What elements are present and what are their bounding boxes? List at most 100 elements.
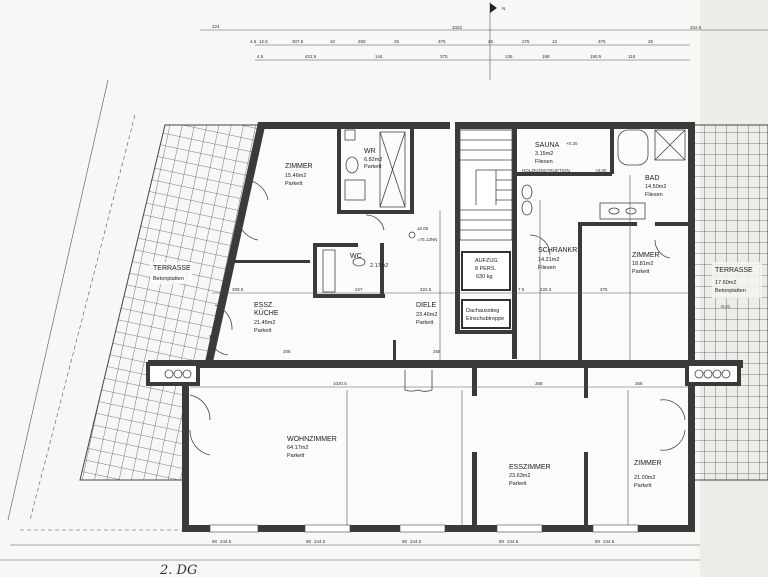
svg-text:Fliesen: Fliesen <box>645 192 663 198</box>
dim-label: 7.5 <box>518 287 525 292</box>
svg-text:90: 90 <box>595 539 601 544</box>
chimney-east <box>685 362 741 386</box>
svg-text:Fliesen: Fliesen <box>535 159 553 165</box>
dim-label: 1020.5 <box>333 381 347 386</box>
terrace-east-label: TERRASSE 17.60m2 Betonplatten <box>712 262 762 298</box>
dim-label: 190.5 <box>590 54 602 59</box>
dim-label: 375 <box>440 54 448 59</box>
dim-label: 10 <box>330 39 336 44</box>
svg-text:DIELE: DIELE <box>416 302 437 309</box>
level-bath: +0.00 <box>595 168 607 173</box>
svg-text:18.81m2: 18.81m2 <box>632 261 653 267</box>
dimension-lines-top: 224 1022 322.5 4.5 12.5 307.5 10 250 25 … <box>200 24 768 61</box>
dimension-lines-left <box>0 79 700 561</box>
north-arrow-icon: N <box>489 2 505 80</box>
svg-text:WC: WC <box>350 253 362 260</box>
dim-label: 307.5 <box>292 39 304 44</box>
room-sauna: SAUNA 3.15m2 Fliesen <box>535 142 559 165</box>
level-zero: ±0.00 <box>417 226 429 231</box>
dim-label: 322.5 <box>690 25 702 30</box>
svg-text:ZIMMER: ZIMMER <box>632 252 660 259</box>
room-zimmer-nw: ZIMMER 15.46m2 Parkett <box>285 163 313 187</box>
level-mark: ±0.00 =75.13NN +0.20 +0.00 -0.21 <box>408 141 731 309</box>
staircase <box>459 129 513 241</box>
room-schrankraum: SCHRANKR. 14.21m2 Fliesen <box>538 247 579 271</box>
terrace-east <box>691 124 768 481</box>
svg-text:ESSZIMMER: ESSZIMMER <box>509 464 551 471</box>
dim-label: 250 <box>358 39 366 44</box>
svg-text:Parkett: Parkett <box>254 328 272 334</box>
terrace-west-label: TERRASSE Betonplatten <box>150 262 192 284</box>
svg-text:Betonplatten: Betonplatten <box>153 276 184 282</box>
dim-label: 25 <box>394 39 400 44</box>
room-zimmer-ne: ZIMMER 18.81m2 Parkett <box>632 252 660 275</box>
svg-text:244.5: 244.5 <box>314 539 326 544</box>
svg-text:14.50m2: 14.50m2 <box>645 184 666 190</box>
interior-walls <box>230 129 690 527</box>
dim-label: 4.5 <box>257 54 264 59</box>
svg-text:ZIMMER: ZIMMER <box>634 460 662 467</box>
svg-text:TERRASSE: TERRASSE <box>153 265 191 272</box>
svg-text:WOHNZIMMER: WOHNZIMMER <box>287 436 337 443</box>
elevator-capacity: 8 PERS. <box>475 266 497 272</box>
door-swings <box>189 179 686 456</box>
svg-text:15.46m2: 15.46m2 <box>285 173 306 179</box>
dim-label: 358 <box>535 381 543 386</box>
dim-label: 275 <box>522 39 530 44</box>
elevator-title: AUFZUG <box>475 258 498 264</box>
svg-text:N: N <box>502 6 505 11</box>
svg-text:ESSZ.: ESSZ. <box>254 302 274 309</box>
svg-text:21.45m2: 21.45m2 <box>254 320 275 326</box>
level-terrace: -0.21 <box>720 304 731 309</box>
dimension-lines-interior: 308.5 227 322.5 7.5 228.3 375 1020.5 358… <box>190 175 690 525</box>
dim-label: 322.5 <box>420 287 432 292</box>
svg-text:BAD: BAD <box>645 175 659 182</box>
floor-label: 2. DG <box>159 563 197 577</box>
dim-label: 12.5 <box>259 39 268 44</box>
svg-text:23.63m2: 23.63m2 <box>509 473 530 479</box>
roof-access-hatch: Dachausstieg Einschubtreppe <box>461 299 511 329</box>
dim-label: 118 <box>628 54 636 59</box>
dim-label: 4.5 <box>250 39 257 44</box>
dim-label: 228.3 <box>540 287 552 292</box>
svg-text:14.21m2: 14.21m2 <box>538 257 559 263</box>
svg-text:Parkett: Parkett <box>364 164 382 170</box>
svg-text:Parkett: Parkett <box>632 269 650 275</box>
svg-text:Parkett: Parkett <box>416 320 434 326</box>
dim-label: 375 <box>598 39 606 44</box>
dim-label: 25 <box>648 39 654 44</box>
svg-text:Parkett: Parkett <box>634 483 652 489</box>
svg-text:23.46m2: 23.46m2 <box>416 312 437 318</box>
room-wc: WC 2.17m2 <box>350 253 388 269</box>
svg-text:Betonplatten: Betonplatten <box>715 288 746 294</box>
dim-label: 188 <box>542 54 550 59</box>
svg-text:90: 90 <box>499 539 505 544</box>
room-ess-kueche: ESSZ. KÜCHE 21.45m2 Parkett <box>254 302 279 334</box>
room-diele: DIELE 23.46m2 Parkett <box>416 302 437 326</box>
room-esszimmer: ESSZIMMER 23.63m2 Parkett <box>509 464 551 487</box>
room-wr: WR 6.82m2 Parkett <box>364 148 382 170</box>
svg-text:244.5: 244.5 <box>220 539 232 544</box>
svg-text:17.60m2: 17.60m2 <box>715 280 736 286</box>
svg-text:Parkett: Parkett <box>285 181 303 187</box>
svg-text:244.5: 244.5 <box>507 539 519 544</box>
svg-text:64.17m2: 64.17m2 <box>287 445 308 451</box>
svg-text:Fliesen: Fliesen <box>538 265 556 271</box>
svg-text:90: 90 <box>402 539 408 544</box>
svg-text:3.15m2: 3.15m2 <box>535 151 553 157</box>
building-interior <box>150 125 690 528</box>
room-zimmer-se: ZIMMER 21.00m2 Parkett <box>634 460 662 489</box>
roof-access-line1: Dachausstieg <box>466 308 499 314</box>
dim-label: 144 <box>375 54 383 59</box>
dim-label: 308.5 <box>232 287 244 292</box>
room-wohnzimmer: WOHNZIMMER 64.17m2 Parkett <box>287 436 337 459</box>
svg-text:Parkett: Parkett <box>287 453 305 459</box>
dim-label: 422.5 <box>305 54 317 59</box>
svg-text:KÜCHE: KÜCHE <box>254 309 279 317</box>
dim-label: 258 <box>433 349 441 354</box>
svg-text:244.5: 244.5 <box>410 539 422 544</box>
svg-text:TERRASSE: TERRASSE <box>715 267 753 274</box>
